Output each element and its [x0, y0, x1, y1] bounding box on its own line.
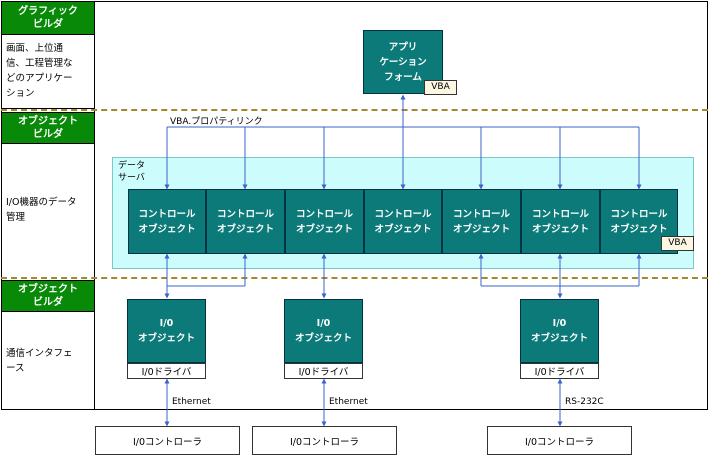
control-object-2: コントロール オブジェクト — [206, 189, 285, 254]
app-form-vba-tag: VBA — [424, 80, 457, 95]
comm-label-3: RS-232C — [565, 397, 604, 407]
section-desc-comm-interface: 通信インタフェ ース — [6, 348, 73, 374]
layer-divider-top — [1, 109, 708, 111]
control-object-1: コントロール オブジェクト — [128, 189, 206, 254]
section-desc-application: 画面、上位通 信、工程管理な どのアプリケー ション — [6, 43, 73, 99]
io-controller-1: I/0コントローラ — [95, 426, 240, 455]
io-object-3: I/0 オブジェクト — [520, 299, 599, 363]
control-object-4: コントロール オブジェクト — [364, 189, 442, 254]
control-object-3: コントロール オブジェクト — [285, 189, 364, 254]
vba-link-label: VBA.プロパティリンク — [170, 117, 263, 127]
io-object-2: I/0 オブジェクト — [284, 299, 363, 363]
io-controller-3: I/0コントローラ — [487, 426, 632, 455]
section-header-object-builder-1: オブジェクト ビルダ — [1, 112, 95, 144]
io-driver-1: I/0ドライバ — [127, 363, 206, 379]
side-column — [1, 1, 95, 410]
section-desc-io-data: I/O機器のデータ 管理 — [6, 197, 77, 223]
io-object-1: I/0 オブジェクト — [127, 299, 206, 363]
io-driver-3: I/0ドライバ — [520, 363, 599, 379]
control-object-6: コントロール オブジェクト — [521, 189, 600, 254]
comm-label-2: Ethernet — [329, 397, 368, 407]
data-server-vba-tag: VBA — [661, 236, 694, 251]
diagram-frame — [1, 1, 708, 410]
control-object-5: コントロール オブジェクト — [442, 189, 521, 254]
side-divider — [1, 108, 95, 109]
layer-divider-bottom — [1, 277, 708, 279]
section-header-graphic-builder: グラフィック ビルダ — [1, 1, 95, 35]
data-server-label: データ サーバ — [118, 161, 146, 183]
io-driver-2: I/0ドライバ — [284, 363, 363, 379]
comm-label-1: Ethernet — [172, 397, 211, 407]
section-header-object-builder-2: オブジェクト ビルダ — [1, 280, 95, 312]
io-controller-2: I/0コントローラ — [252, 426, 397, 455]
